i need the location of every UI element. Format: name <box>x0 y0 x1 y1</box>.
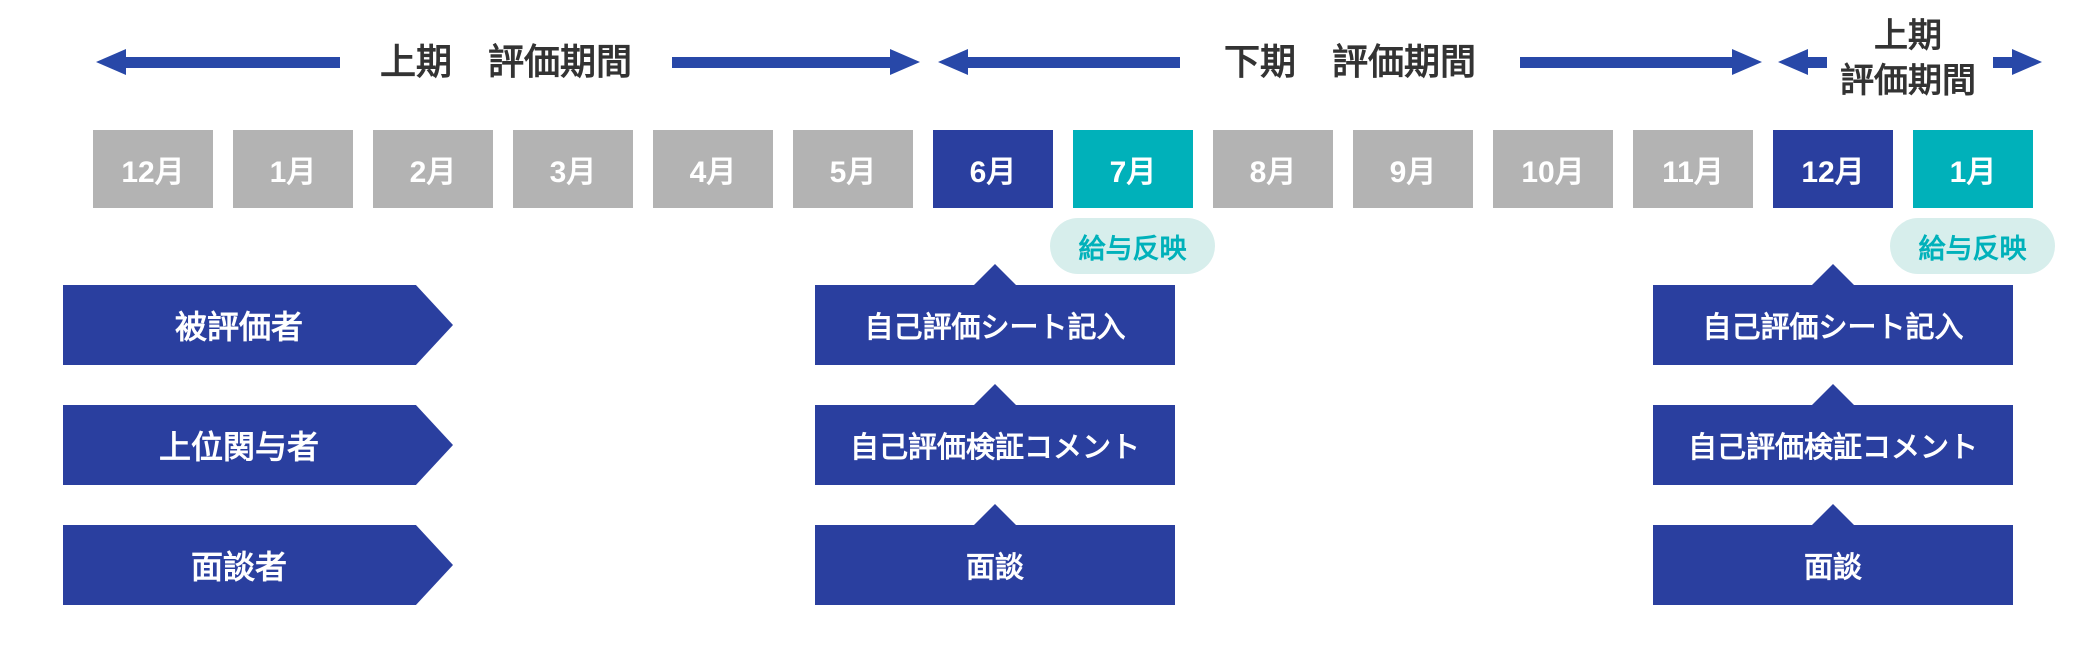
next-first-half-right-arrow-icon <box>1993 49 2042 75</box>
month-cell-sep: 9月 <box>1353 130 1473 208</box>
second-half-left-arrow-icon <box>938 49 1180 75</box>
arrowhead-left-icon <box>1778 49 1808 75</box>
month-cell-jan2: 1月 <box>1913 130 2033 208</box>
month-cell-feb: 2月 <box>373 130 493 208</box>
month-strip: 12月 1月 2月 3月 4月 5月 6月 7月 8月 9月 10月 11月 1… <box>93 130 2033 208</box>
first-half-left-arrow-icon <box>96 49 340 75</box>
arrowhead-left-icon <box>96 49 126 75</box>
month-cell-oct: 10月 <box>1493 130 1613 208</box>
next-first-half-period-title-line2: 評価期間 <box>1840 62 1976 100</box>
second-half-period-title: 下期 評価期間 <box>1223 41 1476 82</box>
month-cell-jan: 1月 <box>233 130 353 208</box>
month-cell-aug: 8月 <box>1213 130 1333 208</box>
task-interview: 面談 <box>1653 525 2013 605</box>
arrowhead-right-icon <box>1732 49 1762 75</box>
arrow-shaft <box>672 57 892 68</box>
month-cell-jun: 6月 <box>933 130 1053 208</box>
arrow-shaft <box>1993 57 2014 68</box>
first-half-period-title: 上期 評価期間 <box>379 41 632 82</box>
first-half-right-arrow-icon <box>672 49 920 75</box>
next-first-half-period-title-line1: 上期 <box>1874 17 1942 55</box>
month-cell-nov: 11月 <box>1633 130 1753 208</box>
next-first-half-period-title: 上期 評価期間 <box>1823 14 1993 104</box>
salary-reflection-badge: 給与反映 <box>1890 218 2055 274</box>
arrowhead-left-icon <box>938 49 968 75</box>
month-cell-mar: 3月 <box>513 130 633 208</box>
arrow-shaft <box>966 57 1180 68</box>
role-evaluatee: 被評価者 <box>63 285 453 365</box>
arrowhead-right-icon <box>2012 49 2042 75</box>
task-interview: 面談 <box>815 525 1175 605</box>
arrowhead-right-icon <box>890 49 920 75</box>
arrow-shaft <box>1806 57 1827 68</box>
arrow-shaft <box>124 57 340 68</box>
month-cell-jul: 7月 <box>1073 130 1193 208</box>
arrow-shaft <box>1520 57 1734 68</box>
role-interviewer: 面談者 <box>63 525 453 605</box>
task-self-evaluation-sheet: 自己評価シート記入 <box>1653 285 2013 365</box>
salary-reflection-badge: 給与反映 <box>1050 218 1215 274</box>
month-cell-apr: 4月 <box>653 130 773 208</box>
next-first-half-left-arrow-icon <box>1778 49 1827 75</box>
second-half-right-arrow-icon <box>1520 49 1762 75</box>
month-cell-dec: 12月 <box>93 130 213 208</box>
task-self-evaluation-verification-comment: 自己評価検証コメント <box>1653 405 2013 485</box>
task-self-evaluation-verification-comment: 自己評価検証コメント <box>815 405 1175 485</box>
month-cell-may: 5月 <box>793 130 913 208</box>
role-senior-reviewer: 上位関与者 <box>63 405 453 485</box>
task-self-evaluation-sheet: 自己評価シート記入 <box>815 285 1175 365</box>
month-cell-dec2: 12月 <box>1773 130 1893 208</box>
